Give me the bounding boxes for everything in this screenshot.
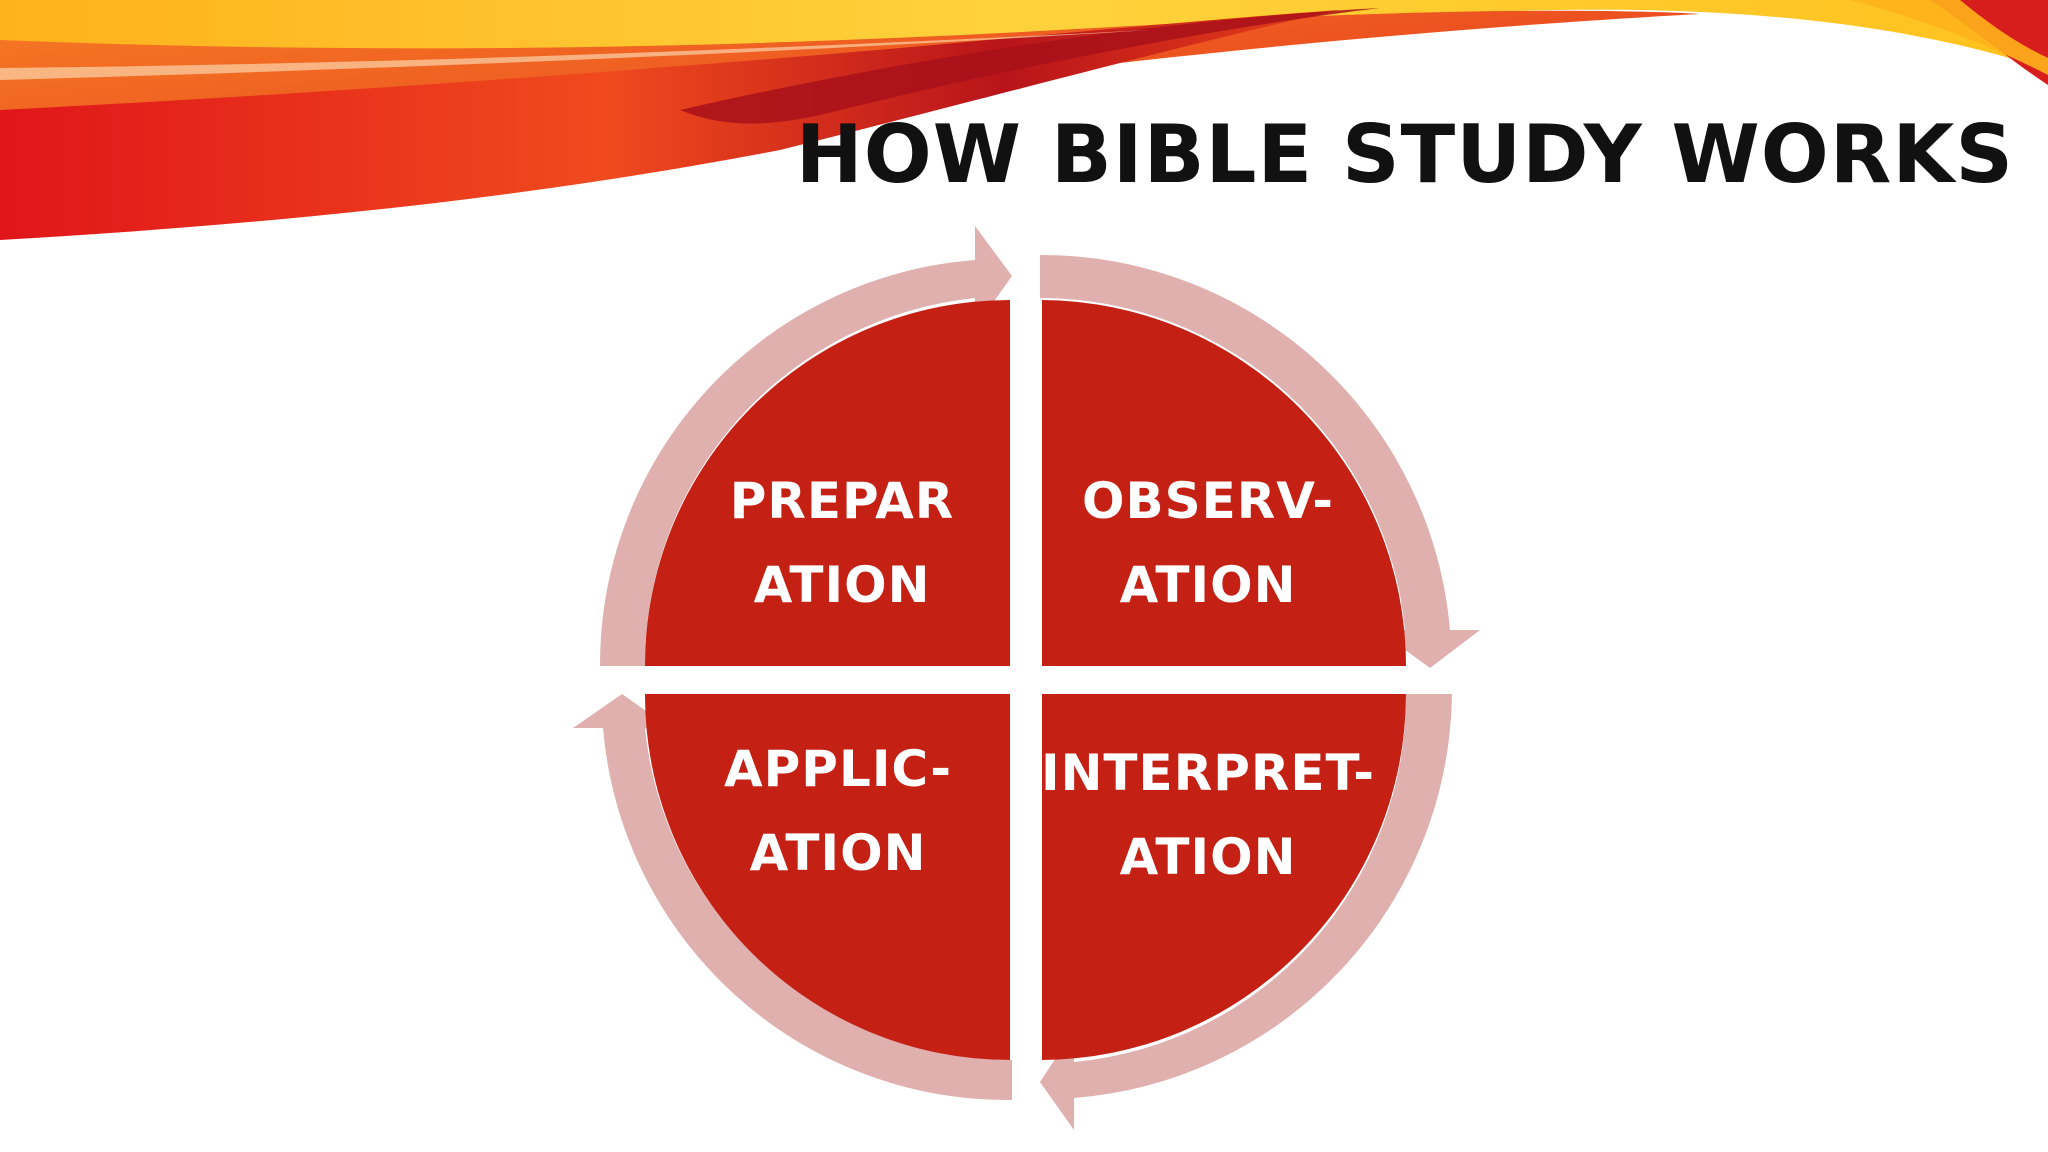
label-preparation-line2: ATION (754, 556, 931, 614)
wave-orange-band (0, 10, 1700, 236)
label-observation-line1: OBSERV- (1082, 472, 1334, 530)
wave-right-tail-glow (1850, 0, 2048, 75)
cycle-diagram: PREPAR ATION OBSERV- ATION INTERPRET- AT… (573, 226, 1480, 1130)
ring-arrow-top-left (599, 226, 1012, 666)
label-preparation-line1: PREPAR (730, 472, 955, 530)
label-interpretation-line2: ATION (1120, 828, 1297, 886)
label-application-line1: APPLIC- (724, 740, 952, 798)
ring-arrow-bottom-right (1040, 694, 1452, 1130)
wave-white-highlight (0, 30, 1150, 80)
segment-interpretation (1042, 694, 1406, 1060)
segment-application (644, 694, 1010, 1060)
label-interpretation-line1: INTERPRET- (1041, 744, 1375, 802)
ring-arrow-top-right (1040, 254, 1480, 669)
label-observation-line2: ATION (1120, 556, 1297, 614)
slide-title: HOW BIBLE STUDY WORKS (795, 108, 2014, 201)
decorative-wave-banner (0, 0, 2048, 240)
wave-right-tail (1930, 0, 2048, 85)
label-application-line2: ATION (750, 824, 927, 882)
ring-arrow-bottom-left (573, 694, 1012, 1101)
segment-observation (1042, 300, 1406, 666)
segment-preparation (644, 300, 1010, 666)
wave-dark-streak (680, 8, 1380, 124)
